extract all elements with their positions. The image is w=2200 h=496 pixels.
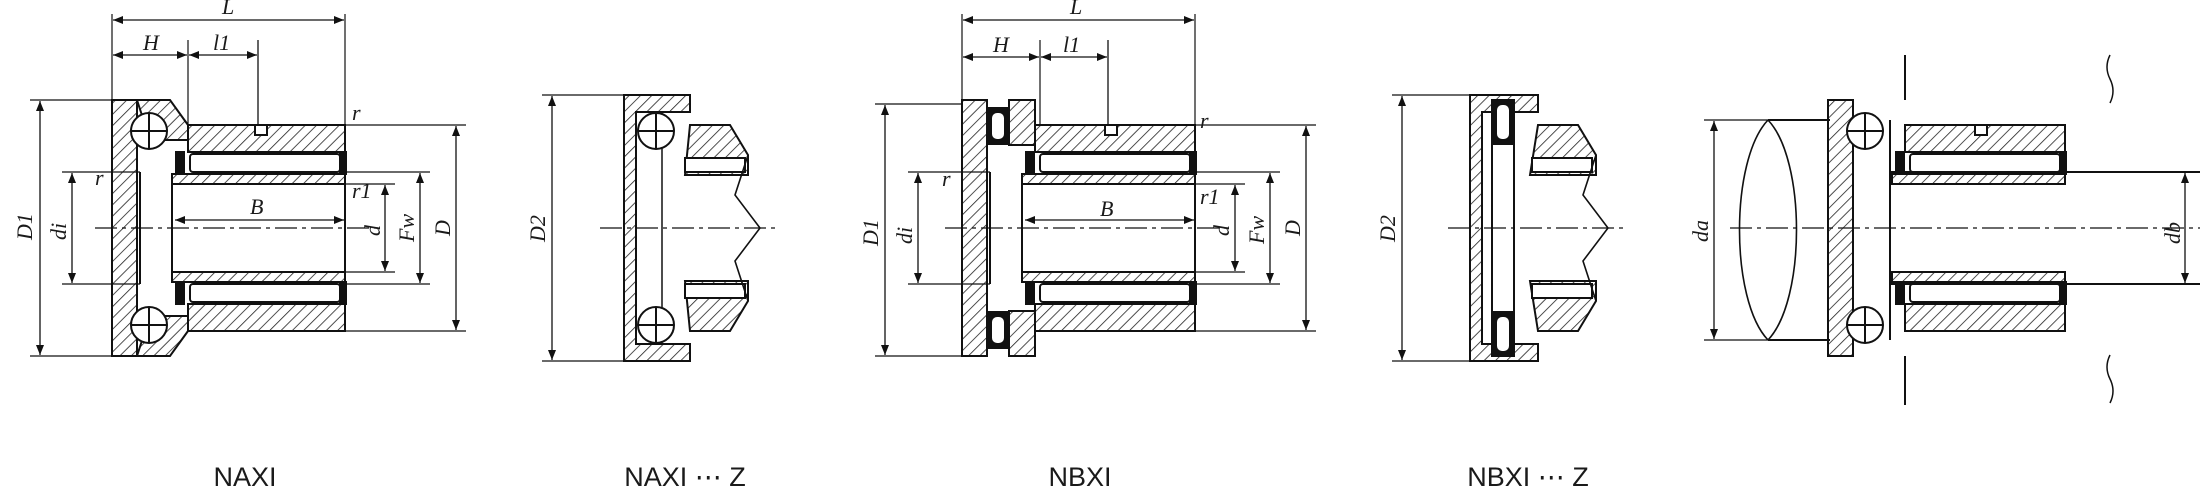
nbxi-z-drawing [1392, 94, 1625, 362]
naxi-label-H: H [142, 30, 160, 55]
caption-naxi: NAXI [213, 462, 277, 492]
nbxi-drawing [875, 14, 1316, 357]
nbxi-z-labels: D2 [1375, 215, 1400, 243]
naxi-label-l1: l1 [213, 30, 230, 55]
naxi-label-di: di [46, 223, 71, 240]
caption-nbxi-z: NBXI ⋯ Z [1467, 462, 1589, 492]
nbxi-label-D: D [1280, 220, 1305, 237]
naxi-label-r-left: r [95, 165, 104, 190]
nbxi-label-B: B [1100, 196, 1113, 221]
mounting-label-da: da [1688, 220, 1713, 242]
naxi-label-B: B [250, 194, 263, 219]
naxi-labels: L H l1 r r r1 B D1 di d Fw D [12, 0, 455, 243]
naxi-z-labels: D2 [525, 215, 550, 243]
mounting-labels: da db [1688, 220, 2185, 244]
nbxi-label-H: H [992, 32, 1010, 57]
nbxi-label-d: d [1209, 224, 1234, 236]
naxi-label-Fw: Fw [394, 214, 419, 243]
nbxi-z-label-D2: D2 [1375, 215, 1400, 243]
nbxi-labels: L H l1 r r r1 B D1 di d Fw D [858, 0, 1305, 247]
nbxi-label-l1: l1 [1063, 32, 1080, 57]
nbxi-label-Fw: Fw [1244, 216, 1269, 245]
nbxi-label-r-left: r [942, 166, 951, 191]
naxi-label-D1: D1 [12, 213, 37, 241]
naxi-label-r: r [352, 100, 361, 125]
naxi-label-r1: r1 [352, 178, 372, 203]
mounting-label-db: db [2160, 222, 2185, 244]
naxi-z-label-D2: D2 [525, 215, 550, 243]
nbxi-label-r: r [1200, 108, 1209, 133]
nbxi-label-r1: r1 [1200, 184, 1220, 209]
naxi-label-L: L [221, 0, 234, 19]
naxi-label-D: D [430, 220, 455, 237]
naxi-z-drawing [542, 94, 775, 362]
caption-naxi-z: NAXI ⋯ Z [624, 462, 746, 492]
naxi-drawing [30, 14, 466, 357]
nbxi-label-L: L [1069, 0, 1082, 19]
nbxi-label-D1: D1 [858, 219, 883, 247]
nbxi-label-di: di [892, 227, 917, 244]
mounting-drawing [1704, 54, 2200, 405]
caption-nbxi: NBXI [1048, 462, 1112, 492]
naxi-label-d: d [360, 224, 385, 236]
